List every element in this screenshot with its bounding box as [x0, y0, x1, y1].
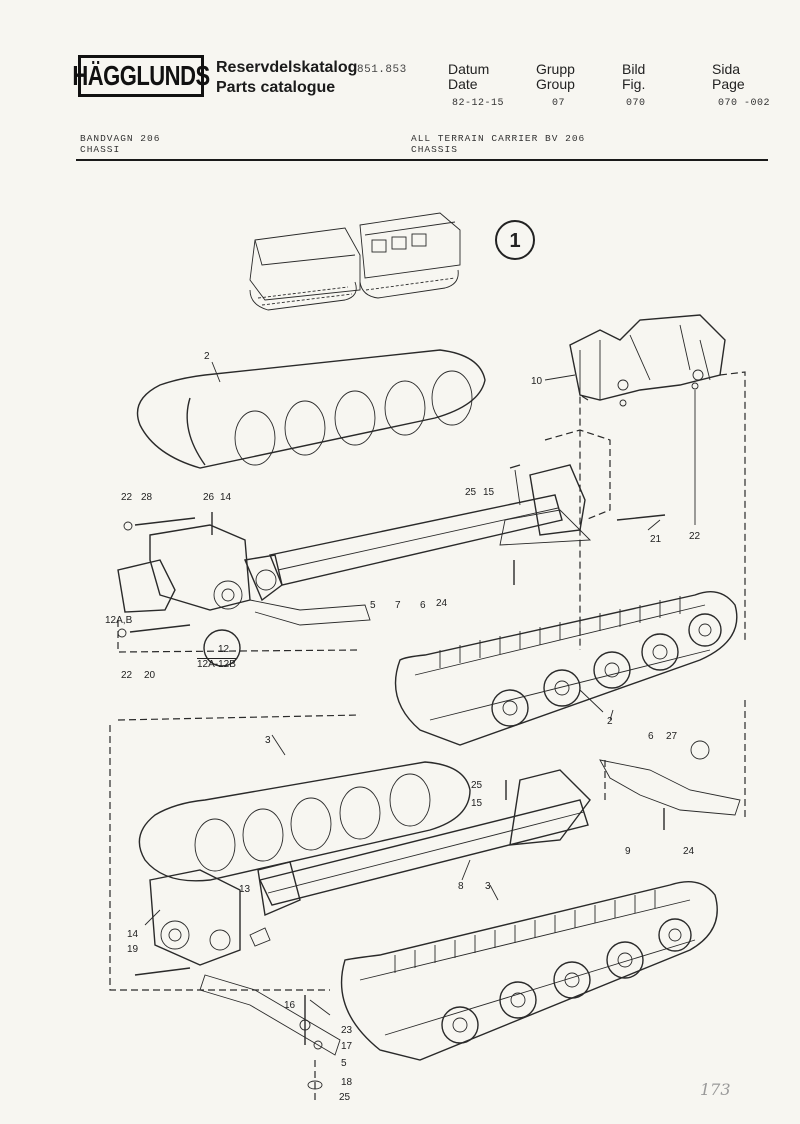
logo-text: HÄGGLUNDS	[72, 59, 210, 91]
callout-7: 7	[395, 600, 401, 611]
callout-25: 25	[465, 487, 477, 498]
callout-18: 18	[341, 1077, 353, 1088]
lower-track-assembly	[340, 881, 718, 1061]
callout-3: 3	[265, 735, 271, 746]
subheader-right: ALL TERRAIN CARRIER BV 206 CHASSIS	[411, 133, 585, 155]
callout-25: 25	[339, 1092, 351, 1103]
group-header: Grupp Group	[536, 62, 575, 92]
upper-bolts	[117, 464, 666, 638]
figure-header: Bild Fig.	[622, 62, 645, 92]
callout-22: 22	[121, 670, 133, 681]
callout-8: 8	[458, 881, 464, 892]
callout-20: 20	[144, 670, 156, 681]
catalog-title-en: Parts catalogue	[216, 79, 336, 96]
callout-17: 17	[341, 1041, 353, 1052]
callout-2: 2	[204, 351, 210, 362]
group-label-en: Group	[536, 76, 575, 92]
vehicle-name-sv: BANDVAGN 206	[80, 133, 161, 144]
callout-28: 28	[141, 492, 153, 503]
vehicle-name-en: ALL TERRAIN CARRIER BV 206	[411, 133, 586, 144]
group-value: 07	[552, 98, 566, 109]
subheader-left: BANDVAGN 206 CHASSI	[80, 133, 160, 155]
callout-leaders	[144, 361, 696, 1016]
page-label-en: Page	[712, 76, 745, 92]
header-rule	[76, 159, 768, 161]
lower-track-loop	[138, 761, 471, 882]
callout-labels: 2 10 22 28 26 14 25 15 21 22 12A,B 5 7 6…	[105, 351, 701, 1103]
callout-23: 23	[341, 1025, 353, 1036]
date-header: Datum Date	[448, 62, 489, 92]
callout-12: 12	[218, 644, 230, 655]
figure-number-badge: 1	[495, 220, 535, 260]
callout-24: 24	[436, 598, 448, 609]
lower-final-drive	[134, 861, 341, 1100]
callout-22: 22	[689, 531, 701, 542]
callout-14: 14	[220, 492, 232, 503]
upper-track-assembly	[394, 591, 738, 746]
catalog-title: Reservdelskatalog Parts catalogue	[216, 58, 357, 98]
callout-12ab: 12A,B	[105, 615, 133, 626]
page-label-sv: Sida	[712, 61, 741, 77]
group-boundary-lines	[109, 371, 746, 991]
callout-24: 24	[683, 846, 695, 857]
figure-value: 070	[626, 98, 646, 109]
callout-21: 21	[650, 534, 662, 545]
handwritten-page-mark: 173	[700, 1080, 731, 1099]
callout-27: 27	[666, 731, 678, 742]
section-name-en: CHASSIS	[411, 144, 458, 155]
figure-label-en: Fig.	[622, 76, 646, 92]
date-label-en: Date	[448, 76, 478, 92]
date-value: 82-12-15	[452, 98, 505, 109]
callout-19: 19	[127, 944, 139, 955]
figure-number: 1	[509, 230, 520, 252]
upper-final-drive	[117, 524, 371, 667]
callout-13: 13	[239, 884, 251, 895]
callout-15: 15	[483, 487, 495, 498]
section-name-sv: CHASSI	[80, 144, 121, 155]
callout-12a-12b: 12A-12B	[197, 659, 236, 670]
callout-6: 6	[648, 731, 654, 742]
callout-22: 22	[121, 492, 133, 503]
hagglunds-logo: HÄGGLUNDS	[72, 55, 210, 97]
lower-frame-beam	[258, 740, 741, 906]
page-value: 070 -002	[718, 98, 771, 109]
callout-5: 5	[341, 1058, 347, 1069]
callout-15: 15	[471, 798, 483, 809]
vehicle-overview-sketch	[249, 212, 461, 311]
callout-25: 25	[471, 780, 483, 791]
callout-6: 6	[420, 600, 426, 611]
callout-14: 14	[127, 929, 139, 940]
callout-10: 10	[531, 376, 543, 387]
callout-26: 26	[203, 492, 215, 503]
upper-frame-beam	[269, 429, 611, 586]
upper-track-loop	[136, 349, 486, 469]
callout-3: 3	[485, 881, 491, 892]
figure-label-sv: Bild	[622, 61, 646, 77]
catalog-title-sv: Reservdelskatalog	[216, 59, 358, 76]
group-label-sv: Grupp	[536, 61, 575, 77]
callout-2: 2	[607, 716, 613, 727]
callout-9: 9	[625, 846, 631, 857]
callout-5: 5	[370, 600, 376, 611]
callout-16: 16	[284, 1000, 296, 1011]
catalog-number: 851.853	[357, 64, 407, 76]
steering-unit-10	[569, 314, 726, 407]
date-label-sv: Datum	[448, 61, 490, 77]
page-header: Sida Page	[712, 62, 745, 92]
